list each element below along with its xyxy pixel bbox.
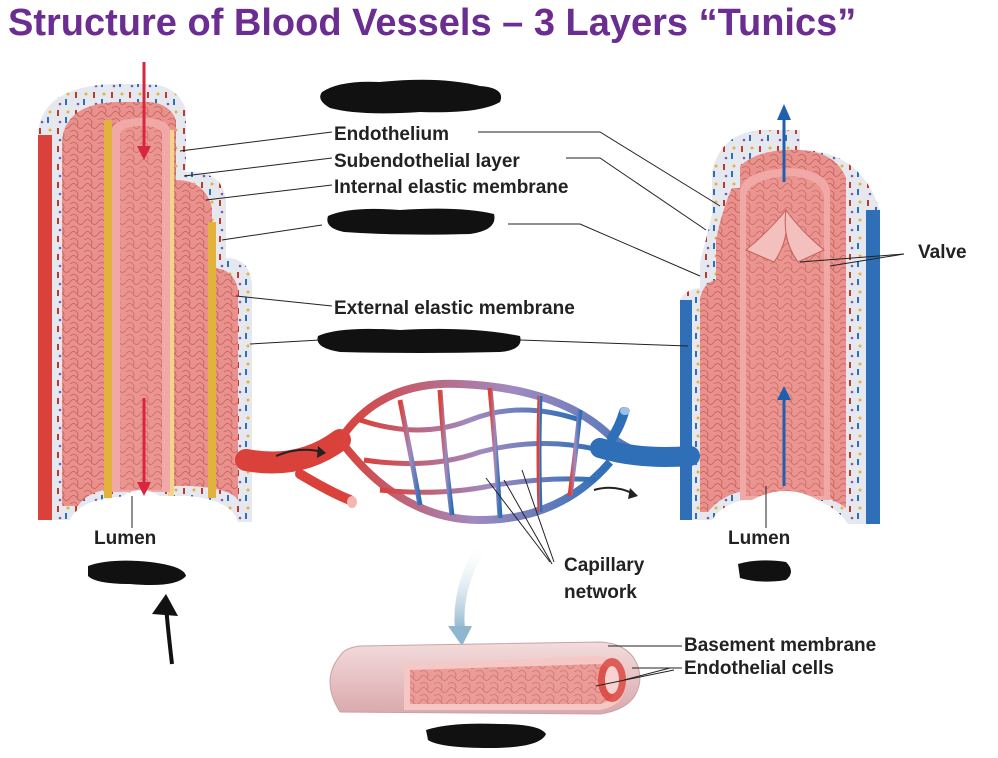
page-title: Structure of Blood Vessels – 3 Layers “T… — [8, 2, 857, 44]
vein-outer-edge-right — [866, 210, 880, 524]
label-external-elastic-membrane: External elastic membrane — [334, 298, 575, 319]
capillary-network-illustration — [235, 379, 700, 525]
redaction-mark-6 — [426, 723, 546, 748]
redaction-mark-2 — [327, 208, 495, 235]
artery-outer-edge — [38, 135, 52, 520]
artery-illustration — [38, 62, 252, 522]
label-lumen-vein: Lumen — [728, 528, 791, 549]
label-subendothelial-layer: Subendothelial layer — [334, 151, 520, 172]
redaction-mark-1 — [320, 79, 502, 114]
internal-elastic-band — [104, 120, 112, 498]
external-elastic-band — [208, 222, 216, 498]
redaction-marks — [88, 79, 791, 748]
zoom-arrow — [454, 545, 485, 631]
arteriole — [235, 429, 351, 474]
label-internal-elastic-membrane: Internal elastic membrane — [334, 177, 569, 198]
venule — [590, 438, 700, 467]
label-valve: Valve — [918, 242, 967, 263]
endothelial-cell-layer — [410, 664, 618, 704]
leader-lines — [131, 131, 905, 687]
label-basement-membrane: Basement membrane — [684, 635, 877, 656]
label-endothelium: Endothelium — [334, 124, 450, 145]
vein-lumen — [752, 491, 818, 520]
label-capillary: Capillary — [564, 555, 645, 576]
valve-cusp-right — [784, 208, 825, 263]
vein-outer-edge-left — [680, 300, 692, 520]
capillary-mesh — [359, 387, 601, 519]
label-network: network — [564, 582, 637, 603]
redaction-mark-4 — [88, 560, 186, 585]
flow-arrow-venule — [593, 486, 635, 495]
label-endothelial-cells: Endothelial cells — [684, 658, 834, 679]
redaction-mark-5 — [738, 560, 791, 582]
redaction-mark-3 — [317, 328, 521, 353]
label-lumen-artery: Lumen — [94, 528, 157, 549]
artery-lumen — [118, 490, 166, 520]
vein-illustration — [680, 104, 880, 524]
capillary-closeup — [329, 641, 641, 715]
